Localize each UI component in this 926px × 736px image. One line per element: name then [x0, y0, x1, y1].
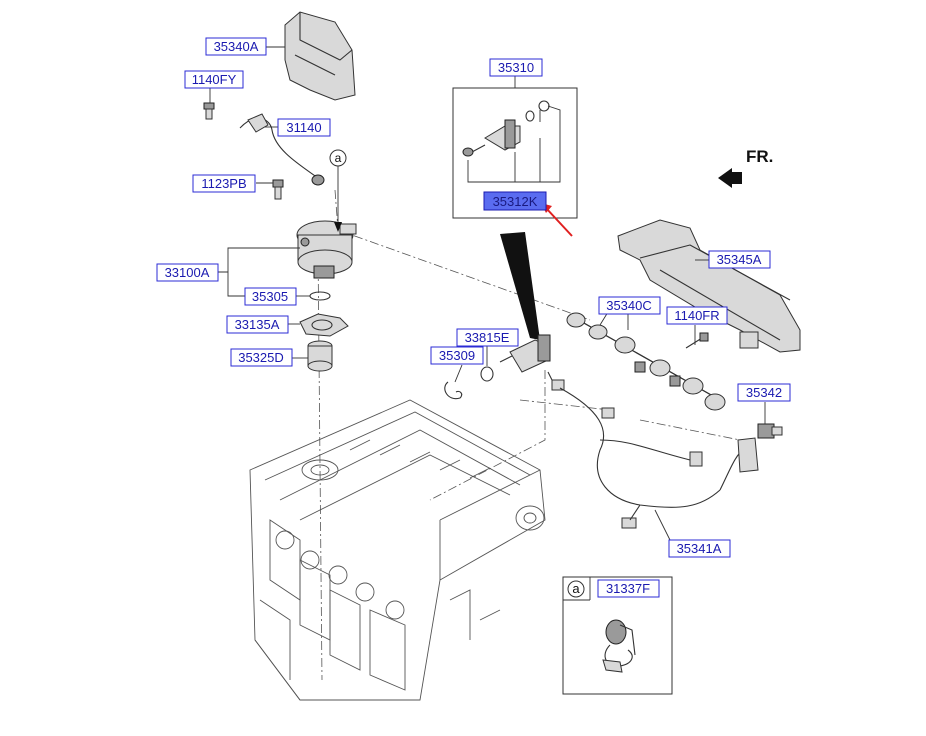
label-35305[interactable]: 35305	[244, 287, 297, 306]
label-35340C-text: 35340C	[606, 298, 652, 313]
label-1140FY[interactable]: 1140FY	[184, 70, 244, 89]
detail-frame-ref: a	[572, 581, 580, 596]
part-35325D-tappet	[307, 340, 333, 372]
label-1140FY-text: 1140FY	[192, 72, 237, 87]
label-35345A-text: 35345A	[717, 252, 762, 267]
label-35312K-text: 35312K	[493, 194, 538, 209]
label-33135A-text: 33135A	[235, 317, 280, 332]
label-35342-text: 35342	[746, 385, 782, 400]
detail-callout-marker: a	[329, 149, 347, 232]
part-35305-oring	[309, 291, 331, 301]
label-1123PB-text: 1123PB	[201, 176, 246, 191]
label-33100A[interactable]: 33100A	[156, 263, 219, 282]
label-35305-text: 35305	[252, 289, 288, 304]
part-35340A-cover	[284, 11, 356, 101]
part-31337F-valve	[602, 619, 636, 673]
label-35341A[interactable]: 35341A	[668, 539, 731, 558]
label-35340C[interactable]: 35340C	[598, 296, 661, 315]
label-35309-text: 35309	[439, 348, 475, 363]
part-35342-sensor	[757, 423, 783, 439]
label-35309[interactable]: 35309	[430, 346, 484, 365]
front-direction-indicator: FR.	[718, 147, 773, 188]
engine-block	[249, 399, 546, 701]
label-33815E-text: 33815E	[465, 330, 510, 345]
label-1123PB[interactable]: 1123PB	[192, 174, 256, 193]
part-1140FY-bolt	[203, 102, 215, 120]
label-33815E[interactable]: 33815E	[456, 328, 519, 347]
label-31140-text: 31140	[286, 120, 321, 135]
part-31140-pipe	[239, 113, 325, 186]
part-35340C-rail	[566, 312, 726, 411]
front-arrow-icon	[718, 168, 742, 188]
label-33135A[interactable]: 33135A	[226, 315, 289, 334]
label-33100A-text: 33100A	[165, 265, 210, 280]
label-35345A[interactable]: 35345A	[708, 250, 771, 269]
label-35325D[interactable]: 35325D	[230, 348, 293, 367]
label-1140FR[interactable]: 1140FR	[666, 306, 728, 325]
label-35340A[interactable]: 35340A	[205, 37, 267, 56]
label-35340A-text: 35340A	[214, 39, 259, 54]
part-33815E-injector	[480, 334, 565, 391]
part-1140FR-bolt	[685, 332, 709, 349]
part-35310-kit	[452, 87, 578, 219]
label-35310[interactable]: 35310	[489, 58, 543, 77]
part-35309-clip	[444, 381, 463, 400]
label-35342[interactable]: 35342	[737, 383, 791, 402]
label-35310-text: 35310	[498, 60, 534, 75]
label-35341A-text: 35341A	[677, 541, 722, 556]
leader-lines	[209, 46, 766, 541]
label-1140FR-text: 1140FR	[674, 308, 719, 323]
detail-ref-text: a	[335, 151, 342, 165]
label-31140[interactable]: 31140	[277, 118, 331, 137]
part-35341A-harness	[559, 387, 759, 529]
part-33135A-gasket	[299, 313, 349, 337]
label-31337F-text: 31337F	[606, 581, 650, 596]
label-35312K[interactable]: 35312K	[483, 191, 547, 211]
part-35345A-cover	[617, 219, 801, 353]
label-35325D-text: 35325D	[238, 350, 284, 365]
front-label: FR.	[746, 147, 773, 166]
part-1123PB-bolt	[272, 179, 284, 200]
label-31337F[interactable]: 31337F	[597, 579, 660, 598]
part-33100A-pump	[296, 220, 357, 279]
callout-pointer	[500, 232, 540, 340]
